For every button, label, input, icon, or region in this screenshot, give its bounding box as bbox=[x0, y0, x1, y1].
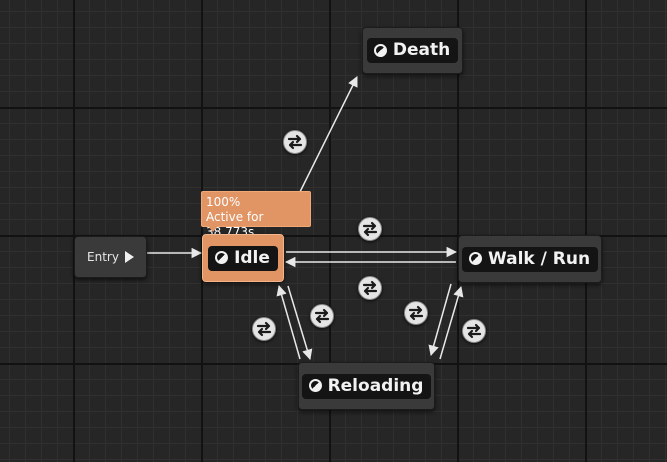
state-icon bbox=[308, 379, 322, 392]
transition-rule-icon bbox=[362, 221, 378, 237]
transition-rule-icon bbox=[362, 280, 378, 296]
state-idle-label: Idle bbox=[234, 247, 270, 268]
wire-walk-run-to-reloading bbox=[428, 283, 452, 357]
state-reloading-label: Reloading bbox=[327, 375, 424, 396]
state-reloading-title: Reloading bbox=[301, 373, 432, 399]
transition-rule-walk-run-to-reloading[interactable] bbox=[404, 301, 428, 325]
state-walk-run[interactable]: Walk / Run bbox=[458, 235, 602, 283]
state-reloading[interactable]: Reloading bbox=[298, 362, 435, 410]
transition-rule-icon bbox=[466, 323, 482, 339]
state-walk-run-label: Walk / Run bbox=[487, 248, 591, 269]
transition-rule-reloading-to-idle[interactable] bbox=[252, 317, 276, 341]
wire-idle-to-reloading bbox=[287, 285, 313, 361]
state-idle-title: Idle bbox=[208, 245, 278, 271]
entry-label: Entry bbox=[87, 250, 119, 264]
state-icon bbox=[468, 252, 482, 265]
wire-reloading-to-walk-run bbox=[439, 285, 464, 360]
state-death[interactable]: Death bbox=[362, 27, 463, 74]
transition-rule-icon bbox=[314, 308, 330, 324]
transition-rule-idle-to-walk-run[interactable] bbox=[358, 217, 382, 241]
transition-rule-icon bbox=[256, 321, 272, 337]
play-arrow-icon bbox=[124, 251, 134, 263]
transition-rule-walk-run-to-idle[interactable] bbox=[358, 276, 382, 300]
state-walk-run-title: Walk / Run bbox=[461, 246, 599, 272]
state-death-label: Death bbox=[392, 40, 451, 60]
state-death-title: Death bbox=[366, 38, 459, 63]
wire-reloading-to-idle bbox=[276, 284, 301, 360]
transition-rule-reloading-to-walk-run[interactable] bbox=[462, 319, 486, 343]
entry-node[interactable]: Entry bbox=[74, 236, 147, 278]
transition-rule-idle-to-reloading[interactable] bbox=[310, 304, 334, 328]
active-state-tooltip: 100% Active for 38.773s bbox=[201, 191, 311, 239]
tooltip-weight: 100% bbox=[206, 195, 241, 209]
state-idle[interactable]: Idle bbox=[202, 234, 284, 282]
transition-rule-icon bbox=[287, 134, 303, 150]
transition-rule-idle-to-death[interactable] bbox=[283, 130, 307, 154]
transition-rule-icon bbox=[408, 305, 424, 321]
state-icon bbox=[215, 251, 229, 264]
state-icon bbox=[373, 43, 387, 57]
